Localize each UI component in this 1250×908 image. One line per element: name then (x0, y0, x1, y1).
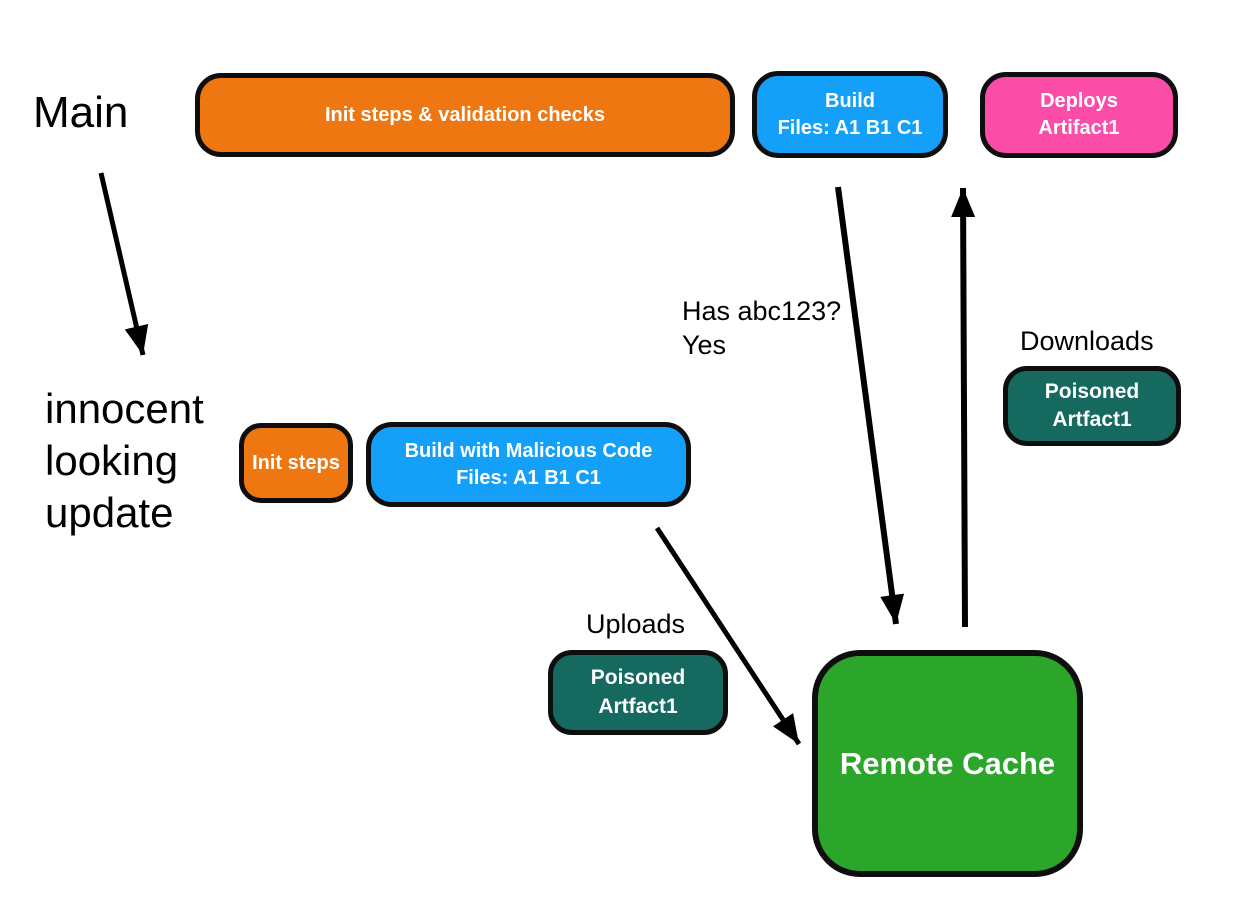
arrow-remote-cache-to-deploys (951, 187, 976, 628)
node-label-line2: Artfact1 (598, 694, 678, 718)
node-label-line1: Poisoned (1044, 379, 1140, 403)
node-label: Remote Cache (839, 745, 1056, 781)
arrow-malicious-build-to-remote-cache (654, 526, 802, 746)
cache-check-label: Has abc123? Yes (682, 296, 842, 361)
node-label-line1: Poisoned (590, 666, 686, 690)
uploads-label: Uploads (586, 609, 686, 639)
node-build-with-malicious-code: Build with Malicious Code Files: A1 B1 C… (366, 422, 691, 507)
node-label: Init steps & validation checks (324, 103, 606, 126)
node-label-line2: Files: A1 B1 C1 (456, 466, 601, 489)
node-label-line1: Build (825, 89, 875, 112)
downloads-label: Downloads (1020, 326, 1154, 356)
arrow-main-to-innocent-update (98, 172, 149, 356)
node-downloaded-poisoned-artifact: Poisoned Artfact1 (1003, 366, 1181, 446)
node-label-line1: Deploys (1040, 90, 1118, 112)
arrow-build-to-remote-cache (835, 186, 905, 625)
node-deploys-artifact: Deploys Artifact1 (980, 72, 1178, 158)
node-uploaded-poisoned-artifact: Poisoned Artfact1 (548, 650, 728, 735)
node-init-steps: Init steps (239, 423, 353, 503)
node-label-line2: Files: A1 B1 C1 (777, 116, 923, 139)
node-label-line1: Build with Malicious Code (404, 439, 653, 462)
node-init-validation-checks: Init steps & validation checks (195, 73, 735, 157)
node-label: Init steps (252, 451, 340, 474)
node-label-line2: Artfact1 (1052, 408, 1132, 431)
main-branch-label: Main (33, 88, 129, 137)
innocent-update-label: innocent looking update (45, 385, 204, 537)
node-label-line2: Artifact1 (1038, 117, 1120, 139)
node-remote-cache: Remote Cache (812, 650, 1083, 877)
node-build: Build Files: A1 B1 C1 (752, 71, 948, 158)
